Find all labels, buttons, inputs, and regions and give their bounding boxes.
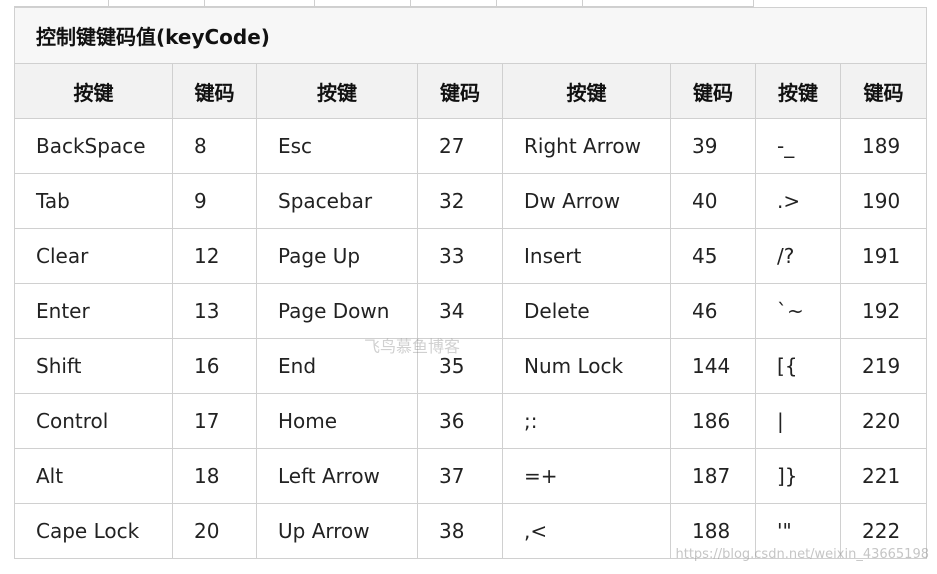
table-row: Tab 9 Spacebar 32 Dw Arrow 40 .> 190 [14, 173, 928, 229]
key-cell: | [755, 393, 841, 449]
table-row: Alt 18 Left Arrow 37 =+ 187 ]} 221 [14, 448, 928, 504]
stub-cell [583, 0, 754, 7]
table-row: Enter 13 Page Down 34 Delete 46 `~ 192 [14, 283, 928, 339]
key-cell: Cape Lock [14, 503, 173, 559]
key-cell: Clear [14, 228, 173, 284]
code-cell: 39 [670, 118, 756, 174]
table-top-border-stub [14, 0, 754, 7]
table-row: Shift 16 End 35 Num Lock 144 [{ 219 [14, 338, 928, 394]
stub-cell [14, 0, 109, 7]
code-cell: 190 [839, 173, 928, 229]
code-cell: 45 [670, 228, 756, 284]
key-cell: Alt [14, 448, 173, 504]
table-row: Clear 12 Page Up 33 Insert 45 /? 191 [14, 228, 928, 284]
code-cell: 222 [839, 503, 928, 559]
header-code-col-3: 键码 [670, 63, 756, 119]
key-cell: `~ [755, 283, 841, 339]
key-cell: Tab [14, 173, 173, 229]
key-cell: Page Up [256, 228, 418, 284]
table-title: 控制键键码值(keyCode) [13, 7, 928, 64]
code-cell: 34 [417, 283, 503, 339]
code-cell: 221 [839, 448, 928, 504]
code-cell: 186 [670, 393, 756, 449]
header-key-col-4: 按键 [755, 63, 841, 119]
header-key-col-3: 按键 [502, 63, 671, 119]
key-cell: Spacebar [256, 173, 418, 229]
key-cell: Esc [256, 118, 418, 174]
key-cell: ]} [755, 448, 841, 504]
stub-cell [411, 0, 497, 7]
stub-cell [497, 0, 583, 7]
key-cell: Control [14, 393, 173, 449]
code-cell: 27 [417, 118, 503, 174]
table-row: BackSpace 8 Esc 27 Right Arrow 39 -_ 189 [14, 118, 928, 174]
stub-cell [109, 0, 205, 7]
code-cell: 40 [670, 173, 756, 229]
table-header-row: 按键 键码 按键 键码 按键 键码 按键 键码 [14, 63, 928, 119]
header-key-col-1: 按键 [14, 63, 173, 119]
key-cell: Shift [14, 338, 173, 394]
header-code-col-2: 键码 [417, 63, 503, 119]
code-cell: 12 [172, 228, 257, 284]
key-cell: Num Lock [502, 338, 671, 394]
code-cell: 189 [839, 118, 928, 174]
code-cell: 37 [417, 448, 503, 504]
key-cell: '" [755, 503, 841, 559]
key-cell: /? [755, 228, 841, 284]
code-cell: 35 [417, 338, 503, 394]
code-cell: 46 [670, 283, 756, 339]
table-row: Control 17 Home 36 ;: 186 | 220 [14, 393, 928, 449]
code-cell: 38 [417, 503, 503, 559]
code-cell: 17 [172, 393, 257, 449]
key-cell: Dw Arrow [502, 173, 671, 229]
key-cell: End [256, 338, 418, 394]
key-cell: ,< [502, 503, 671, 559]
key-cell: =+ [502, 448, 671, 504]
code-cell: 32 [417, 173, 503, 229]
key-cell: ;: [502, 393, 671, 449]
code-cell: 18 [172, 448, 257, 504]
key-cell: Home [256, 393, 418, 449]
code-cell: 187 [670, 448, 756, 504]
keycode-table-container: 控制键键码值(keyCode) 按键 键码 按键 键码 按键 键码 按键 键码 … [13, 7, 928, 559]
code-cell: 191 [839, 228, 928, 284]
key-cell: Left Arrow [256, 448, 418, 504]
keycode-table: 控制键键码值(keyCode) 按键 键码 按键 键码 按键 键码 按键 键码 … [13, 7, 928, 559]
key-cell: Page Down [256, 283, 418, 339]
key-cell: [{ [755, 338, 841, 394]
code-cell: 192 [839, 283, 928, 339]
code-cell: 20 [172, 503, 257, 559]
header-code-col-4: 键码 [839, 63, 928, 119]
code-cell: 144 [670, 338, 756, 394]
code-cell: 219 [839, 338, 928, 394]
key-cell: Enter [14, 283, 173, 339]
key-cell: Right Arrow [502, 118, 671, 174]
table-row: Cape Lock 20 Up Arrow 38 ,< 188 '" 222 [14, 503, 928, 559]
header-key-col-2: 按键 [256, 63, 418, 119]
code-cell: 16 [172, 338, 257, 394]
stub-cell [315, 0, 411, 7]
header-code-col-1: 键码 [172, 63, 257, 119]
code-cell: 13 [172, 283, 257, 339]
code-cell: 188 [670, 503, 756, 559]
code-cell: 33 [417, 228, 503, 284]
stub-cell [205, 0, 315, 7]
key-cell: Delete [502, 283, 671, 339]
code-cell: 220 [839, 393, 928, 449]
key-cell: BackSpace [14, 118, 173, 174]
key-cell: .> [755, 173, 841, 229]
key-cell: Up Arrow [256, 503, 418, 559]
code-cell: 8 [172, 118, 257, 174]
key-cell: Insert [502, 228, 671, 284]
table-body: BackSpace 8 Esc 27 Right Arrow 39 -_ 189… [14, 118, 928, 559]
key-cell: -_ [755, 118, 841, 174]
table-title-row: 控制键键码值(keyCode) [13, 7, 928, 64]
code-cell: 36 [417, 393, 503, 449]
code-cell: 9 [172, 173, 257, 229]
